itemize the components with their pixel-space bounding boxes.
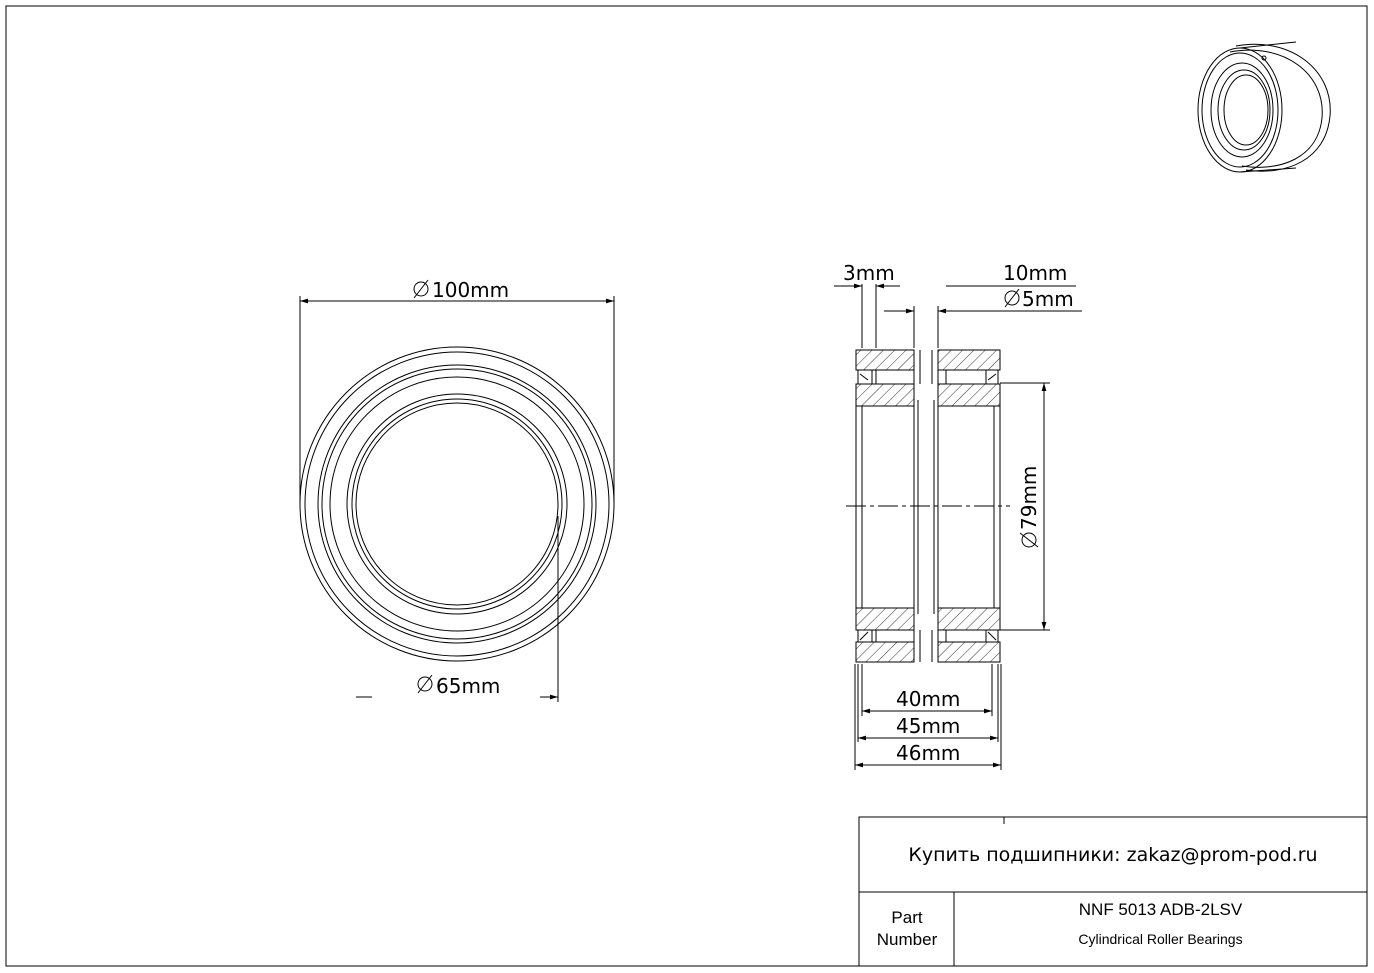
width-mid-label: 45mm xyxy=(896,714,960,738)
bore-diameter-label: 65mm xyxy=(436,674,500,698)
groove-offset-label: 3mm xyxy=(843,261,895,285)
diameter-symbol-icon xyxy=(417,674,433,694)
part-label-line2: Number xyxy=(876,930,938,949)
inner-ring-section-top-left xyxy=(855,383,915,407)
raceway-diameter-dimension xyxy=(1000,382,1050,631)
hole-diameter-label: 5mm xyxy=(1022,287,1074,311)
outer-ring-section-bottom-right xyxy=(937,641,1001,663)
seal-bottom-left xyxy=(857,629,873,643)
diameter-symbol-icon xyxy=(413,279,429,299)
diameter-symbol-icon xyxy=(1019,532,1039,548)
bore-chamfer xyxy=(351,398,563,610)
outer-ring-section-top-right xyxy=(937,349,1001,371)
width-dimensions xyxy=(854,664,1002,770)
outer-ring-chamfer xyxy=(304,351,610,657)
outer-ring-section-top-left xyxy=(855,349,915,371)
roller-bottom-left xyxy=(875,629,915,643)
groove-width-label: 10mm xyxy=(1003,261,1067,285)
bore-outline xyxy=(355,402,559,606)
part-number-label: Part Number xyxy=(860,893,954,965)
seal-bottom-right xyxy=(985,629,999,643)
diameter-symbol-icon xyxy=(1004,288,1020,308)
width-inner-label: 40mm xyxy=(896,687,960,711)
roller-top-left xyxy=(875,369,915,385)
seal-top-left xyxy=(857,369,873,385)
contact-line: Купить подшипники: zakaz@prom-pod.ru xyxy=(908,844,1318,866)
seal-top-right xyxy=(985,369,999,385)
part-label-line1: Part xyxy=(891,908,923,927)
outer-diameter-dimension xyxy=(299,296,615,504)
bore-diameter-dimension xyxy=(356,516,559,702)
inner-ring-outline xyxy=(329,376,585,632)
outer-diameter-label: 100mm xyxy=(432,278,509,302)
sheet-border xyxy=(5,5,1368,967)
isometric-view xyxy=(1197,41,1331,173)
raceway-diameter-label: 79mm xyxy=(1017,466,1041,530)
roller-top-right xyxy=(945,369,987,385)
part-description: Cylindrical Roller Bearings xyxy=(1078,931,1243,947)
inner-ring-section-bottom-left xyxy=(855,607,915,631)
inner-ring-section-top-right xyxy=(937,383,1001,407)
part-number-value: NNF 5013 ADB-2LSV xyxy=(1078,900,1243,919)
width-total-label: 46mm xyxy=(896,741,960,765)
roller-bottom-right xyxy=(945,629,987,643)
inner-ring-shoulder xyxy=(346,393,568,615)
section-view xyxy=(846,349,1010,663)
inner-ring-section-bottom-right xyxy=(937,607,1001,631)
title-block xyxy=(858,816,1368,967)
groove-dimensions xyxy=(834,283,1082,348)
seal-outline xyxy=(317,364,597,644)
front-view xyxy=(299,346,615,662)
seal-inner-edge xyxy=(321,368,593,640)
outer-ring-section-bottom-left xyxy=(855,641,915,663)
